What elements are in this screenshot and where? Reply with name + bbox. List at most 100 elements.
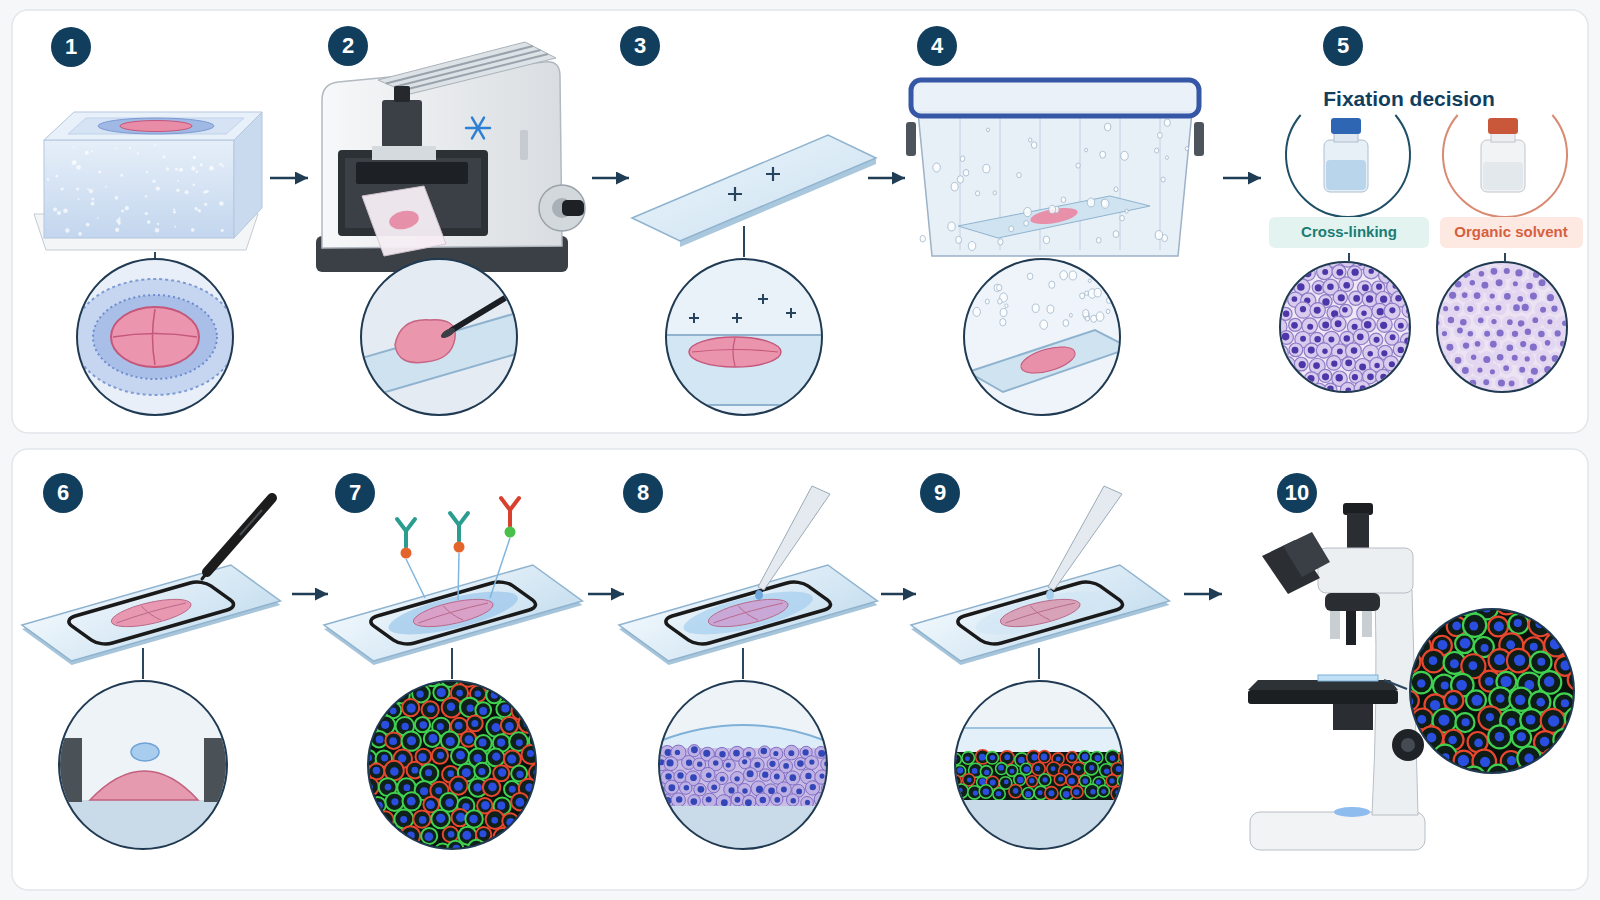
fluorescence-callout xyxy=(338,652,559,878)
image-callout xyxy=(1557,769,1578,790)
image-callout xyxy=(1438,640,1448,650)
fluorescence-callout xyxy=(447,703,455,711)
histology-callout xyxy=(1422,392,1428,398)
fluorescence-callout xyxy=(456,751,465,760)
histology-callout xyxy=(1545,291,1557,303)
histology-callout xyxy=(1480,302,1494,316)
image-callout xyxy=(1580,701,1588,709)
mount-callout xyxy=(990,780,996,786)
histology-callout xyxy=(1525,356,1530,361)
wash-callout xyxy=(745,799,752,806)
humid-chamber xyxy=(918,112,1192,256)
image-callout xyxy=(1501,599,1512,610)
fluorescence-callout xyxy=(375,860,383,868)
histology-callout xyxy=(1414,348,1421,355)
wash-callout xyxy=(665,780,679,794)
wash-callout xyxy=(742,788,747,793)
wash-callout xyxy=(739,757,751,769)
histology-callout xyxy=(1413,355,1428,370)
wash-callout xyxy=(790,798,795,803)
cryomold-block xyxy=(191,228,195,232)
histology-callout xyxy=(1570,388,1585,403)
fluorescence-callout xyxy=(537,655,556,674)
histology-callout xyxy=(1293,401,1299,407)
histology-callout xyxy=(1444,312,1459,327)
histology-callout xyxy=(1441,281,1446,286)
image-callout xyxy=(1403,580,1412,589)
image-callout xyxy=(1468,576,1488,596)
fluorescence-callout xyxy=(496,671,515,690)
histology-callout xyxy=(1349,291,1363,305)
histology-callout xyxy=(1429,363,1442,376)
cryomold-block xyxy=(34,112,262,250)
image-callout xyxy=(1557,579,1567,589)
fluorescence-callout xyxy=(437,688,446,697)
fluorescence-callout xyxy=(384,690,391,697)
cryomold-block xyxy=(47,144,224,235)
wash-callout xyxy=(726,762,731,767)
histology-callout xyxy=(1333,290,1347,304)
image-callout xyxy=(1526,715,1536,725)
fluorescence-callout xyxy=(537,798,544,805)
mount-callout xyxy=(1025,791,1031,797)
histology-callout xyxy=(1353,329,1369,345)
histology-callout xyxy=(1280,381,1296,397)
step-panel: 6 xyxy=(20,460,289,880)
histology-callout xyxy=(1394,318,1407,331)
histology-callout xyxy=(1437,262,1567,392)
histology-callout xyxy=(1488,338,1500,350)
mount-callout xyxy=(1106,775,1118,787)
humid-chamber xyxy=(1049,205,1056,213)
fluorescence-callout xyxy=(514,669,531,686)
histology-callout xyxy=(1465,252,1477,264)
fluorescence-callout xyxy=(480,860,489,869)
wash-callout xyxy=(771,793,783,805)
histology-callout xyxy=(1401,384,1416,399)
mount-callout xyxy=(933,750,1137,801)
histology-callout xyxy=(1316,398,1331,413)
mount-callout xyxy=(1054,774,1066,786)
histology-callout xyxy=(1433,390,1440,397)
image-callout xyxy=(1529,771,1550,792)
fluorescence-callout xyxy=(391,798,398,805)
fluorescence-callout xyxy=(345,692,354,701)
image-callout xyxy=(1467,773,1478,784)
glass-slide xyxy=(660,580,836,647)
histology-callout xyxy=(1292,296,1298,302)
histology-callout xyxy=(1525,256,1532,263)
cryomold-block xyxy=(115,228,119,232)
histology-callout xyxy=(1396,373,1403,380)
wash-callout xyxy=(666,759,673,766)
wash-callout xyxy=(762,771,768,777)
histology-callout xyxy=(1322,349,1327,354)
histology-callout xyxy=(1571,291,1585,305)
barrier-callout xyxy=(50,681,240,860)
wash-callout xyxy=(759,769,771,781)
histology-callout xyxy=(1262,355,1278,371)
image-callout xyxy=(1568,670,1588,690)
histology-callout xyxy=(1423,277,1435,289)
histology-callout xyxy=(1267,303,1281,317)
image-callout xyxy=(1506,640,1515,649)
image-callout xyxy=(1396,712,1407,723)
histology-callout xyxy=(1260,399,1273,412)
fluorescence-callout xyxy=(437,723,444,730)
image-callout xyxy=(1434,596,1456,618)
histology-callout xyxy=(1513,304,1520,311)
wash-callout xyxy=(702,793,716,807)
humid-chamber xyxy=(1029,205,1079,227)
wash-callout xyxy=(645,795,660,810)
antibody-symbol xyxy=(450,513,468,541)
image-callout xyxy=(1474,739,1483,748)
image-callout xyxy=(1410,609,1574,773)
mount-callout xyxy=(1004,780,1009,785)
wash-callout xyxy=(796,789,802,795)
histology-callout xyxy=(1328,336,1334,342)
image-callout xyxy=(1494,621,1504,631)
barrier-pen xyxy=(207,498,272,572)
fluorescence-callout xyxy=(369,855,388,874)
image-callout xyxy=(1562,775,1571,784)
histology-callout xyxy=(1572,343,1579,350)
histology-callout xyxy=(1428,379,1434,385)
